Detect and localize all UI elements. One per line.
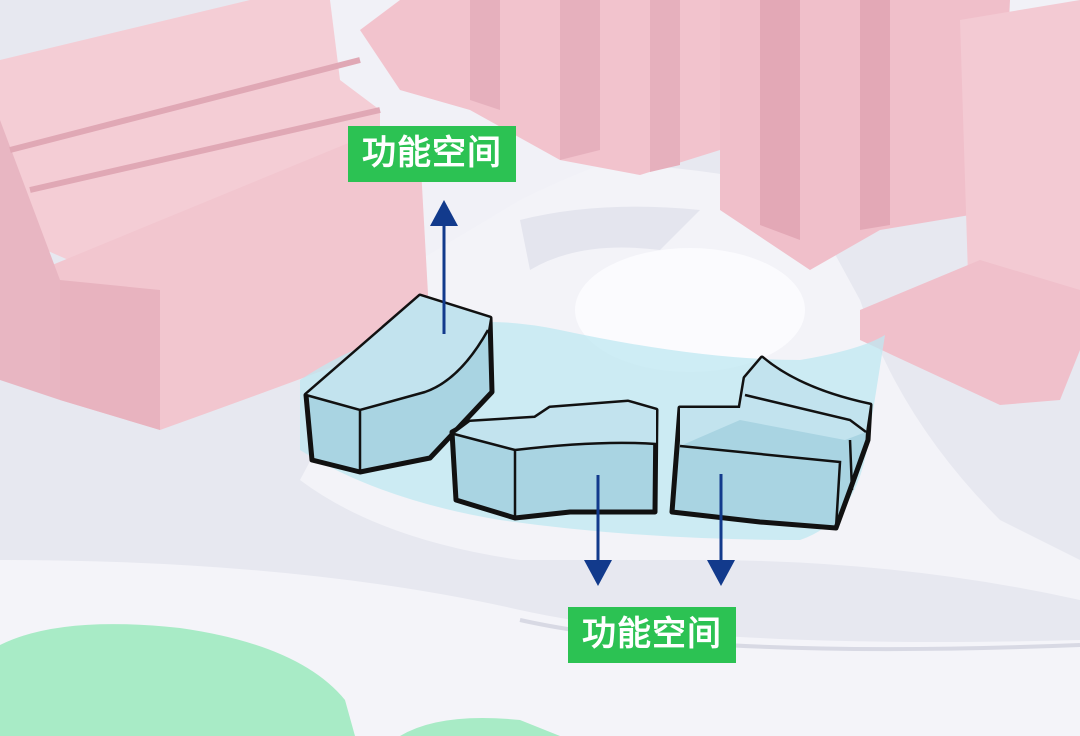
- pink-tower-shade-3: [650, 0, 680, 172]
- function-space-label-bottom: 功能空间: [568, 607, 736, 663]
- pink-tower-shade-2: [560, 0, 600, 160]
- pink-tower-shade-1: [470, 0, 500, 110]
- function-space-label-top: 功能空间: [348, 126, 516, 182]
